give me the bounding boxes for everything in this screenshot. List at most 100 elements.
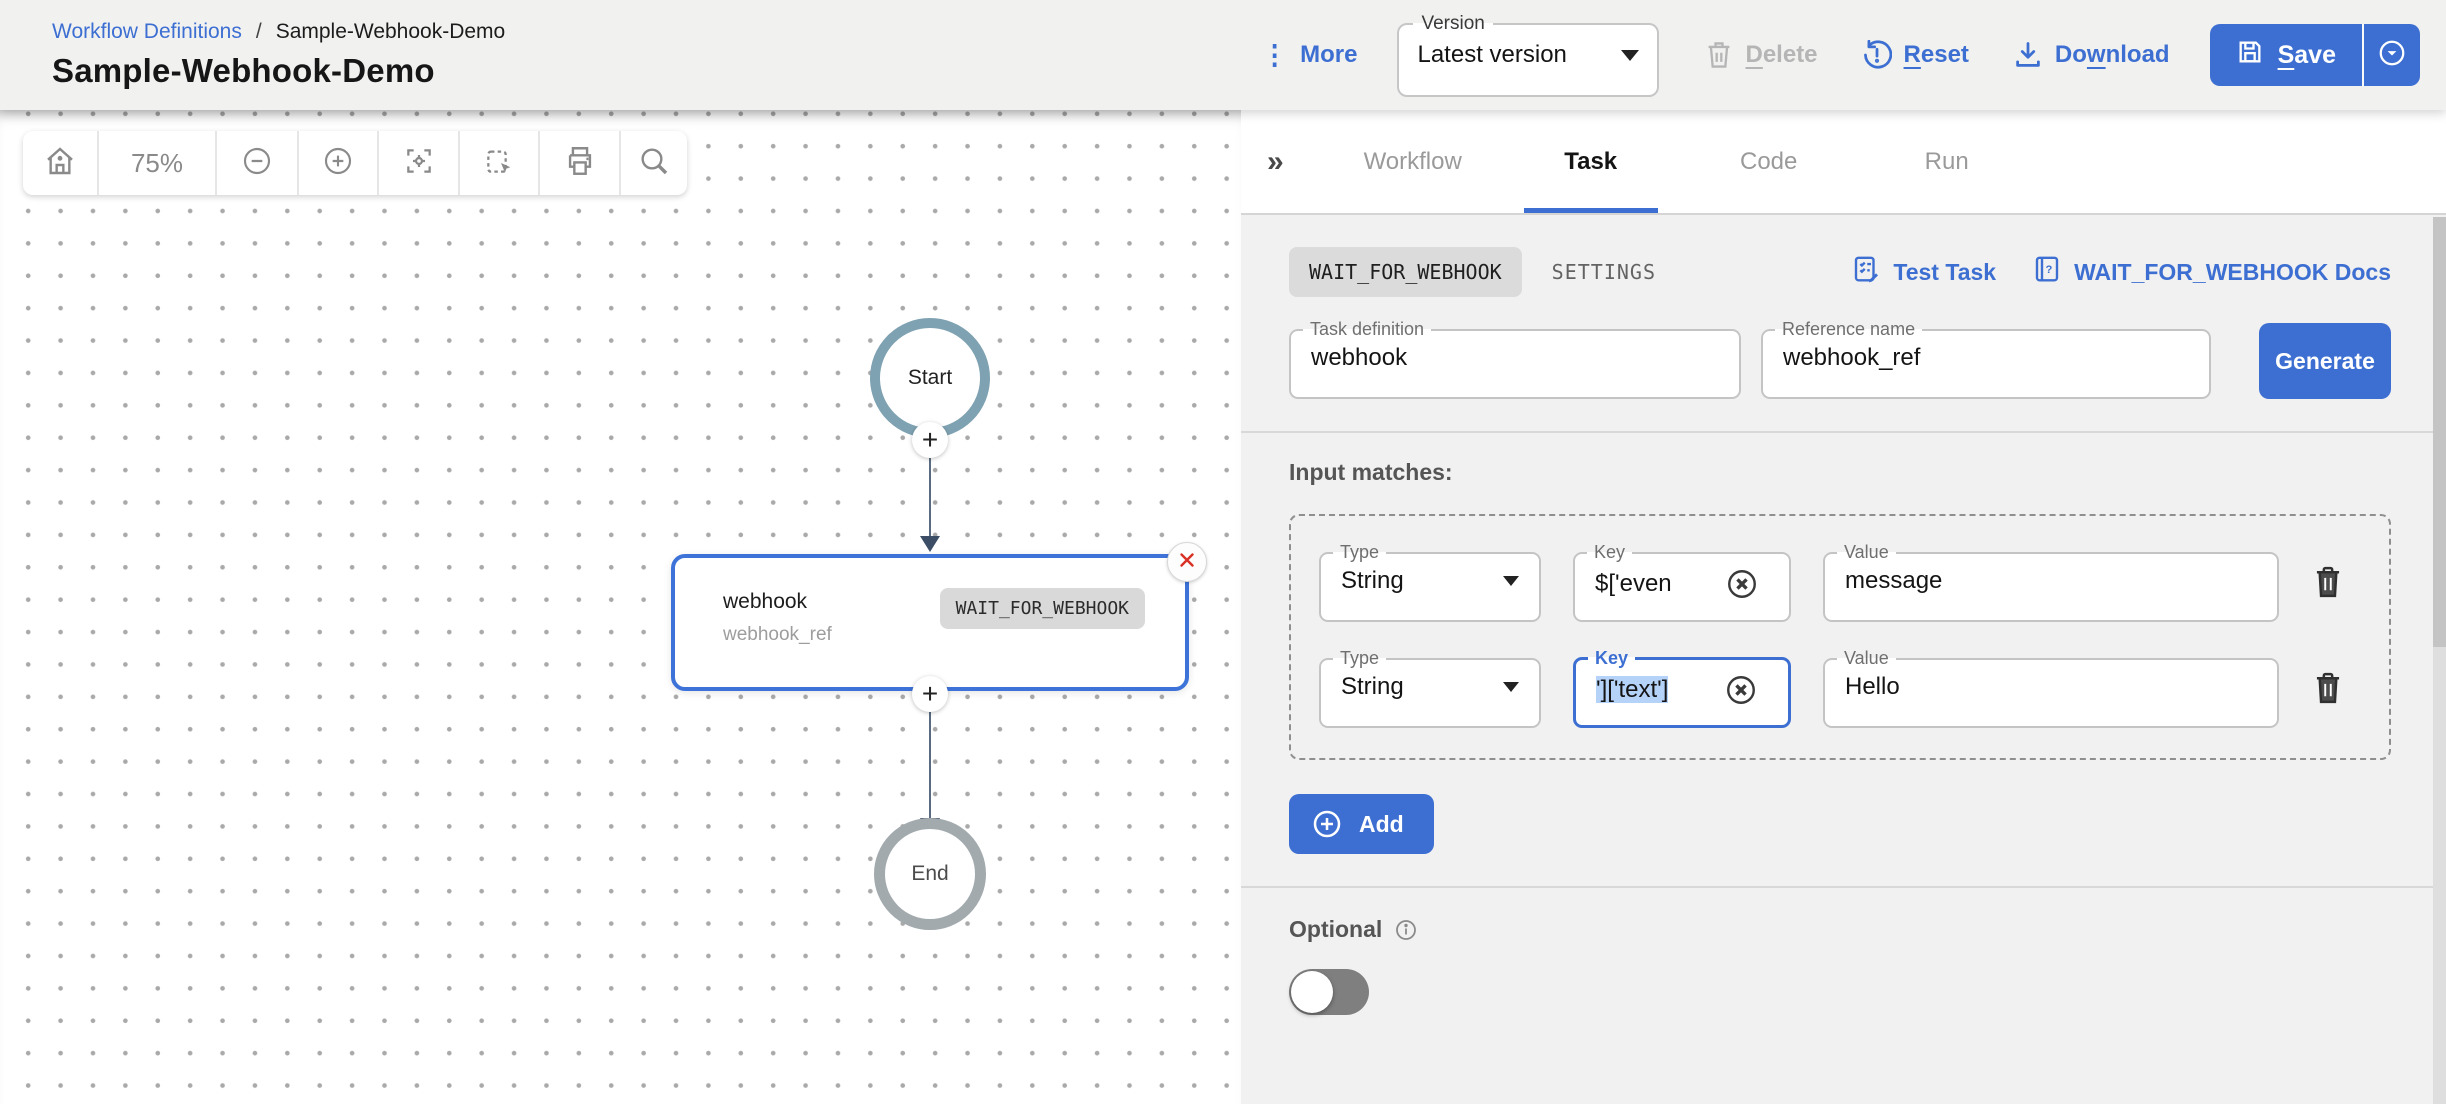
test-task-label: Test Task <box>1893 258 1997 285</box>
key-value-selected-text: ']['text'] <box>1596 676 1669 703</box>
canvas-toolbar: 75% <box>23 131 687 195</box>
task-node-webhook[interactable]: webhook webhook_ref WAIT_FOR_WEBHOOK <box>671 554 1189 691</box>
reset-button[interactable]: Reset <box>1862 40 1969 70</box>
vertical-dots-icon: ⋮ <box>1261 39 1289 70</box>
page-title: Sample-Webhook-Demo <box>52 52 435 89</box>
add-input-match-button[interactable]: Add <box>1289 794 1434 854</box>
more-label: More <box>1300 41 1358 68</box>
home-icon <box>44 145 76 182</box>
tab-task[interactable]: Task <box>1502 110 1680 213</box>
clear-circle-x-icon[interactable] <box>1724 673 1758 707</box>
generate-button[interactable]: Generate <box>2259 323 2391 399</box>
tab-workflow[interactable]: Workflow <box>1363 147 1462 175</box>
panel-scrollbar-thumb[interactable] <box>2433 217 2446 647</box>
edge-task-to-end <box>929 712 931 820</box>
breadcrumb-separator: / <box>255 20 262 43</box>
edge-arrowhead <box>920 536 940 552</box>
tab-run[interactable]: Run <box>1924 147 1969 175</box>
reset-exclamation-icon <box>1862 40 1892 70</box>
key-value: $['even <box>1595 570 1672 597</box>
remove-task-button[interactable] <box>1167 542 1207 582</box>
fit-view-button[interactable] <box>379 131 460 195</box>
zoom-level-indicator[interactable]: 75% <box>99 131 217 195</box>
panel-content: WAIT_FOR_WEBHOOK SETTINGS Test Task <box>1241 217 2446 1104</box>
task-definition-label: Task definition <box>1310 319 1425 339</box>
end-node[interactable]: End <box>874 818 986 930</box>
section-divider <box>1241 886 2446 888</box>
toggle-knob <box>1291 971 1333 1013</box>
print-button[interactable] <box>540 131 621 195</box>
zoom-out-button[interactable] <box>217 131 299 195</box>
reference-name-value: webhook_ref <box>1783 344 1921 371</box>
reference-name-field[interactable]: Reference name webhook_ref <box>1761 319 2211 399</box>
panel-scrollbar[interactable] <box>2433 217 2446 1104</box>
trash-icon <box>1705 40 1733 70</box>
type-select[interactable]: Type String <box>1319 542 1541 622</box>
chevron-down-icon <box>1621 49 1640 61</box>
breadcrumb-workflow-definitions-link[interactable]: Workflow Definitions <box>52 20 242 43</box>
task-docs-label: WAIT_FOR_WEBHOOK Docs <box>2074 258 2391 285</box>
zoom-level-label: 75% <box>130 147 184 178</box>
download-button[interactable]: Download <box>2013 40 2170 70</box>
version-label: Version <box>1421 13 1485 34</box>
header-title-block: Workflow Definitions / Sample-Webhook-De… <box>0 20 505 90</box>
active-tab-underline <box>1523 208 1658 213</box>
value-value: message <box>1845 567 1943 594</box>
workflow-canvas[interactable]: 75% <box>0 110 1241 1104</box>
task-identity-row: Task definition webhook Reference name w… <box>1289 319 2391 399</box>
type-select[interactable]: Type String <box>1319 648 1541 728</box>
collapse-panel-button[interactable]: » <box>1267 144 1284 178</box>
select-area-icon <box>483 145 515 182</box>
save-split-divider <box>2362 24 2364 86</box>
breadcrumb: Workflow Definitions / Sample-Webhook-De… <box>52 20 505 44</box>
input-matches-heading: Input matches: <box>1289 459 1453 485</box>
save-options-button[interactable] <box>2364 24 2420 86</box>
type-value: String <box>1341 567 1404 594</box>
start-node[interactable]: Start <box>870 318 990 438</box>
zoom-in-button[interactable] <box>299 131 379 195</box>
subtab-row: WAIT_FOR_WEBHOOK SETTINGS Test Task <box>1289 247 2391 297</box>
task-node-name: webhook <box>723 590 808 613</box>
floppy-icon <box>2236 38 2264 73</box>
task-docs-link[interactable]: ? WAIT_FOR_WEBHOOK Docs <box>2032 254 2391 290</box>
add-task-after-start-button[interactable]: + <box>912 422 948 458</box>
version-select[interactable]: Version Latest version <box>1397 13 1660 97</box>
value-field[interactable]: Value Hello <box>1823 648 2279 728</box>
select-area-button[interactable] <box>460 131 540 195</box>
value-label: Value <box>1844 542 1889 562</box>
value-label: Value <box>1844 648 1889 668</box>
download-icon <box>2013 40 2043 70</box>
circle-chevron-down-icon <box>2377 38 2407 73</box>
subtab-settings[interactable]: SETTINGS <box>1551 260 1656 284</box>
delete-row-button[interactable] <box>2311 670 2345 706</box>
key-field[interactable]: Key $['even <box>1573 542 1791 622</box>
search-button[interactable] <box>621 131 687 195</box>
value-value: Hello <box>1845 673 1900 700</box>
info-icon[interactable] <box>1394 918 1418 942</box>
key-field-focused[interactable]: Key ']['text'] <box>1573 648 1791 728</box>
test-task-link[interactable]: Test Task <box>1851 254 1996 290</box>
input-match-row: Type String Key $['even <box>1319 542 2361 622</box>
delete-row-button[interactable] <box>2311 564 2345 600</box>
optional-toggle[interactable] <box>1289 969 1369 1015</box>
clear-circle-x-icon[interactable] <box>1725 567 1759 601</box>
save-label: Save <box>2277 40 2336 69</box>
docs-book-icon: ? <box>2032 254 2062 290</box>
edge-start-to-task <box>929 458 931 538</box>
home-button[interactable] <box>23 131 99 195</box>
save-button[interactable]: Save <box>2209 24 2362 86</box>
fit-view-icon <box>403 145 435 182</box>
panel-tabs: Workflow Task Code Run <box>1324 110 2036 213</box>
task-definition-field[interactable]: Task definition webhook <box>1289 319 1741 399</box>
add-label: Add <box>1359 810 1404 837</box>
subtab-task-type[interactable]: WAIT_FOR_WEBHOOK <box>1289 247 1522 297</box>
value-field[interactable]: Value message <box>1823 542 2279 622</box>
optional-label: Optional <box>1289 916 1383 942</box>
section-divider <box>1241 431 2446 433</box>
tab-code[interactable]: Code <box>1740 147 1798 175</box>
delete-button[interactable]: Delete <box>1705 40 1818 70</box>
more-button[interactable]: ⋮ More <box>1261 40 1357 71</box>
add-circle-plus-icon <box>1311 808 1343 840</box>
add-task-after-webhook-button[interactable]: + <box>912 676 948 712</box>
version-value: Latest version <box>1417 41 1567 68</box>
